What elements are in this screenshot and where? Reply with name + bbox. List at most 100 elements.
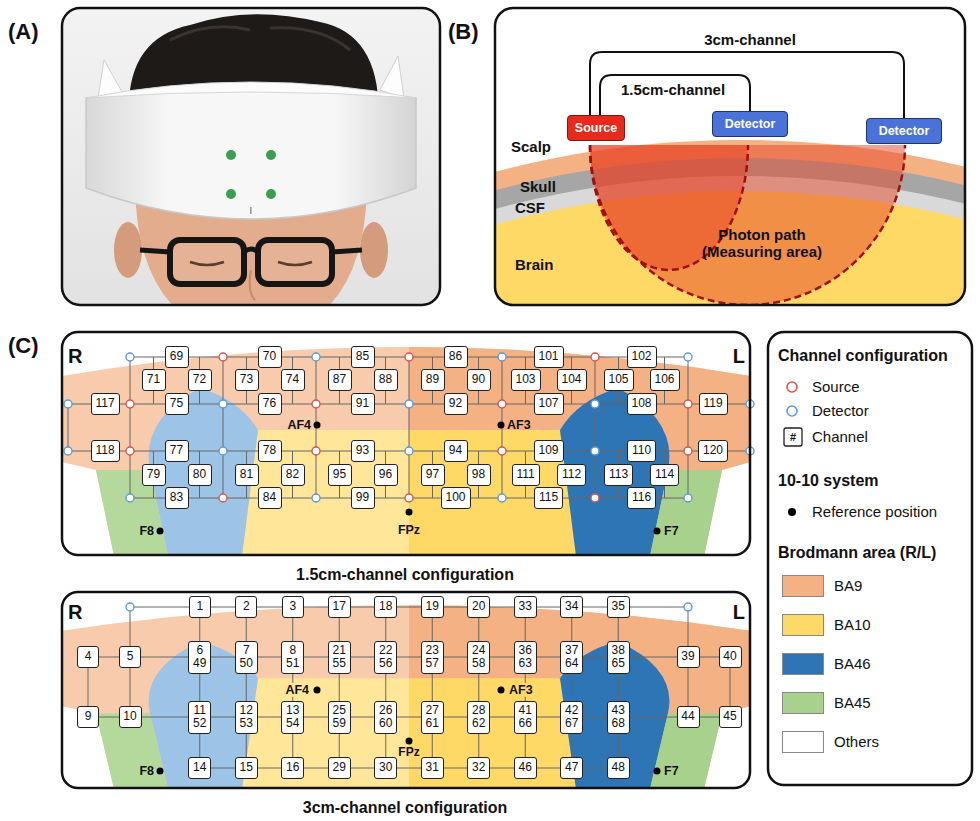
channel-number: 64	[565, 657, 578, 670]
photo-illustration	[226, 189, 236, 199]
channel-box: 109	[534, 440, 564, 462]
channel-number: 67	[565, 717, 578, 730]
channel-map-3	[62, 605, 750, 788]
panel-frame	[62, 592, 750, 788]
channel-number: 6	[196, 644, 203, 657]
layer-name: Scalp	[511, 138, 551, 155]
legend-swatch	[782, 575, 824, 597]
channel-distance-label: 3cm-channel	[702, 31, 798, 48]
channel-number: 77	[170, 444, 183, 457]
channel-box: 118	[91, 440, 120, 462]
optode-circles	[312, 353, 320, 361]
channel-box: 93	[351, 440, 375, 462]
channel-box: 3663	[514, 641, 537, 674]
channel-distance-label: 1.5cm-channel	[619, 81, 727, 98]
channel-number: 28	[472, 704, 485, 717]
channel-number: 20	[472, 600, 485, 613]
channel-box: 47	[560, 757, 583, 779]
channel-box: 97	[421, 464, 445, 486]
optode-circles	[126, 494, 134, 502]
reference-dots	[406, 738, 413, 745]
optode-circles	[591, 494, 599, 502]
channel-box: 3	[282, 596, 304, 618]
channel-number: 97	[426, 468, 439, 481]
channel-box: 116	[627, 487, 656, 509]
channel-box: 120	[698, 440, 728, 462]
channel-number: 47	[565, 761, 578, 774]
channel-box: 17	[328, 596, 351, 618]
channel-number: 59	[333, 717, 346, 730]
reference-label: F7	[664, 764, 679, 778]
channel-number: 98	[472, 468, 485, 481]
layer-name: Brain	[515, 256, 553, 273]
channel-number: 10	[123, 710, 136, 723]
photo-illustration	[250, 207, 252, 214]
channel-box: 31	[421, 757, 444, 779]
channel-number: 107	[538, 397, 558, 410]
panel-letter: (B)	[448, 19, 479, 44]
optode-circles	[591, 400, 599, 408]
optode-circles	[219, 447, 227, 455]
reference-dots	[157, 687, 661, 775]
channel-number: 35	[612, 600, 625, 613]
channel-box: 95	[328, 464, 352, 486]
reference-label: F8	[139, 524, 154, 538]
channel-box: 81	[235, 464, 259, 486]
photo-illustration	[380, 56, 404, 98]
channel-box: 114	[650, 464, 679, 486]
channel-number: 102	[631, 350, 651, 363]
channel-map-3	[62, 592, 750, 788]
channel-number: 86	[449, 350, 462, 363]
channel-number: 69	[170, 350, 183, 363]
channel-number: 93	[356, 444, 369, 457]
reference-dots	[406, 509, 413, 516]
channel-number: 113	[609, 468, 628, 481]
channel-box: 45	[719, 706, 742, 728]
channel-number: 66	[519, 717, 532, 730]
channel-box: 105	[604, 369, 634, 391]
tissue-illustration	[495, 8, 965, 305]
channel-number: 45	[723, 710, 736, 723]
reference-dots	[314, 422, 321, 429]
channel-number: 84	[263, 491, 276, 504]
optode-circles	[312, 400, 320, 408]
channel-number: 63	[519, 657, 532, 670]
channel-number: 13	[286, 704, 299, 717]
detector-box: Detector	[712, 111, 788, 137]
channel-number: 36	[519, 644, 532, 657]
channel-number: 53	[240, 717, 253, 730]
channel-number: 30	[379, 761, 392, 774]
channel-number: 61	[426, 717, 439, 730]
reference-dots	[654, 528, 661, 535]
channel-box: 649	[188, 641, 211, 674]
channel-number: 58	[472, 657, 485, 670]
channel-box: 1253	[235, 701, 258, 734]
layer-name: CSF	[515, 199, 545, 216]
panel-caption: 1.5cm-channel configuration	[296, 566, 514, 584]
channel-number: 41	[519, 704, 532, 717]
channel-box: 112	[557, 464, 586, 486]
optode-circles	[405, 353, 413, 361]
source-box: Source	[567, 115, 625, 141]
channel-number: 96	[379, 468, 392, 481]
channel-number: 118	[95, 444, 114, 457]
channel-number: 44	[681, 710, 694, 723]
legend-samples	[787, 406, 797, 416]
grid-lines	[88, 607, 730, 768]
channel-number: 76	[263, 397, 276, 410]
legend-samples	[784, 382, 802, 516]
channel-number: 24	[472, 644, 485, 657]
channel-box: 91	[351, 393, 375, 415]
grid-lines	[88, 607, 730, 717]
channel-number: 100	[445, 491, 465, 504]
channel-number: 54	[286, 717, 299, 730]
channel-box: 83	[165, 487, 189, 509]
channel-box: 34	[560, 596, 583, 618]
channel-number: 80	[193, 468, 206, 481]
reference-label: AF4	[287, 418, 311, 432]
optode-circles	[64, 447, 72, 455]
channel-number: 21	[333, 644, 346, 657]
channel-number: 39	[681, 650, 694, 663]
photo-illustration	[360, 222, 388, 278]
channel-number: 87	[333, 373, 346, 386]
